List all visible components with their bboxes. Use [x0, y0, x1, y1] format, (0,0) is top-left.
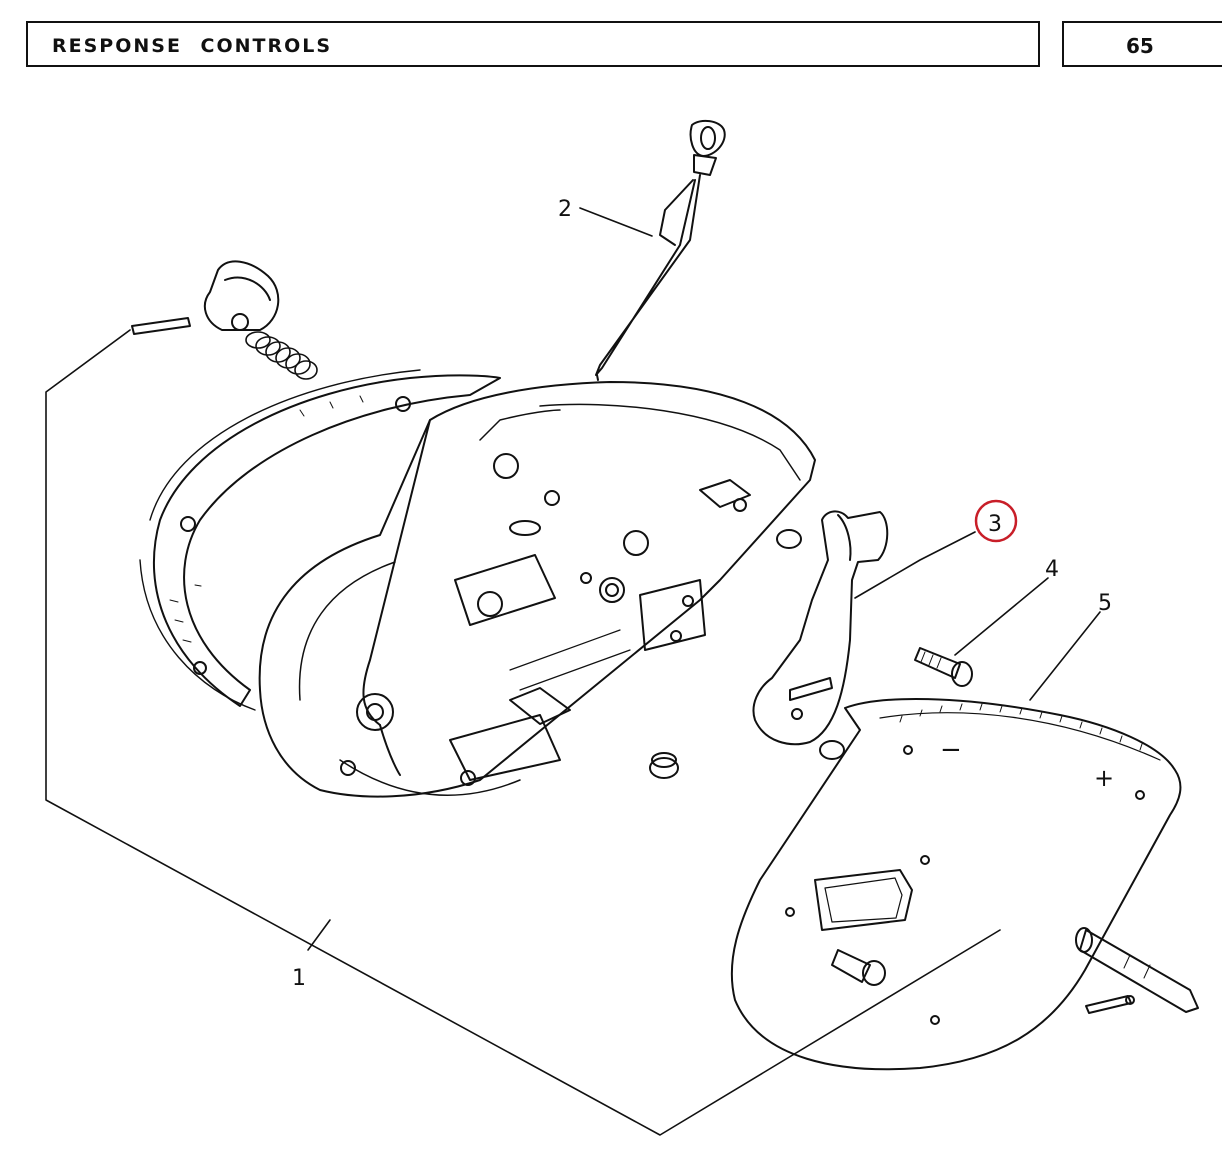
screw-lower — [831, 949, 886, 986]
page-number-box: 65 — [1062, 21, 1222, 67]
callout-4: 4 — [1045, 557, 1059, 582]
callout-5: 5 — [1098, 591, 1112, 616]
small-nut — [649, 752, 679, 779]
dial-plate — [730, 698, 1182, 1071]
spring — [245, 331, 318, 380]
callout-1: 1 — [292, 966, 306, 991]
washer — [776, 529, 802, 549]
callout-3: 3 — [988, 512, 1002, 537]
lever-arm — [752, 510, 889, 760]
assembly-base-outline — [45, 329, 1001, 1136]
detent-block — [203, 260, 280, 331]
pivot-shaft — [1075, 927, 1199, 1013]
page-number: 65 — [1126, 34, 1154, 58]
dial-plus-mark: + — [1094, 764, 1114, 792]
mounting-ring — [139, 369, 501, 711]
dial-minus-mark: − — [940, 735, 962, 765]
main-housing — [258, 381, 816, 798]
highlight-circle — [974, 499, 1018, 543]
page-title: RESPONSE CONTROLS — [52, 35, 333, 57]
pin-bottom-right — [1085, 995, 1132, 1014]
screw-4 — [914, 647, 973, 687]
adjusting-rod — [595, 119, 726, 381]
title-bar: RESPONSE CONTROLS — [26, 21, 1040, 67]
leader-lines — [307, 207, 1101, 951]
callout-2: 2 — [558, 197, 572, 222]
pin-top-left — [131, 317, 191, 335]
